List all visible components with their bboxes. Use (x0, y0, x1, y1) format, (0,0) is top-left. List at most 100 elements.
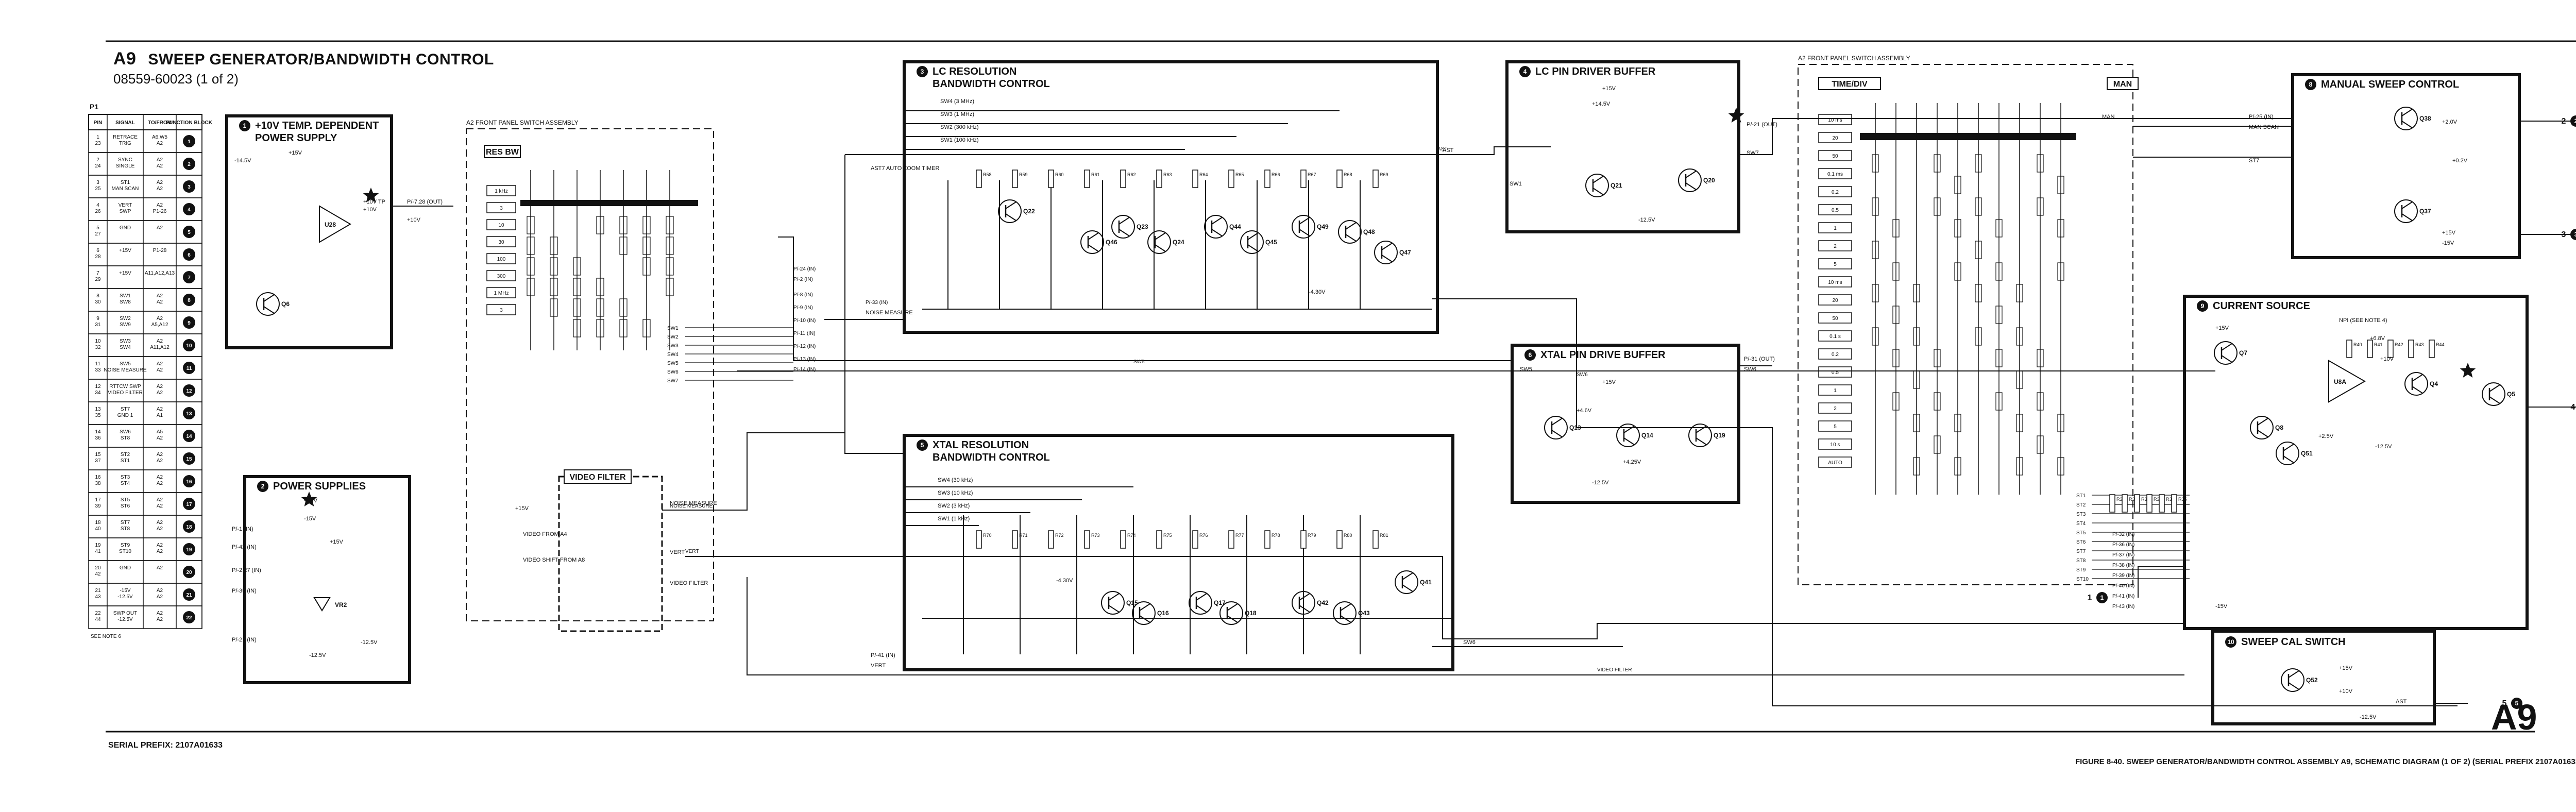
transistor-emitter (1345, 234, 1357, 242)
transistor-symbol (1111, 215, 1135, 239)
transistor-collector (1299, 217, 1310, 225)
net-name: P/-2 (IN) (793, 277, 813, 282)
switch-contact (1934, 349, 1941, 367)
part-number: 08559-60023 (1 of 2) (113, 71, 239, 87)
transistor-emitter (1592, 188, 1604, 195)
net-name: P/-33 (IN) (866, 300, 888, 306)
table-cell: A2 (157, 225, 163, 231)
switch-position (486, 270, 516, 281)
resistor-symbol (1084, 530, 1090, 549)
switch-contact (1913, 414, 1920, 432)
table-cell: 22 (95, 611, 101, 616)
noise-measure-wire (662, 432, 845, 511)
resistor-symbol (2109, 494, 2115, 513)
table-cell: SW9 (120, 322, 131, 328)
switch-contact (666, 216, 674, 234)
table-cell: P1-28 (153, 248, 167, 253)
switch-contact (1954, 219, 1961, 238)
net-name: P/-38 (IN) (2112, 563, 2134, 568)
function-block-number: 8 (188, 298, 191, 303)
resistor-label: R71 (1019, 533, 1028, 538)
switch-contact (573, 278, 581, 296)
output-number: 5 (2515, 700, 2519, 707)
transistor-symbol (1101, 591, 1125, 615)
transistor-emitter (1247, 244, 1259, 252)
op-amp-u28 (319, 205, 351, 243)
switch-position (1818, 294, 1852, 306)
table-cell: ST1 (121, 458, 130, 464)
block-number: 5 (921, 442, 924, 449)
table-cell: 2 (96, 157, 99, 163)
table-cell: A2 (157, 293, 163, 299)
function-block-number: 7 (188, 275, 191, 281)
wire (1739, 118, 2293, 155)
table-cell: A2 (157, 526, 163, 532)
net-label: NOISE MEASURE (866, 310, 913, 316)
switch-contact (573, 319, 581, 337)
output-pin-number: 2 (2562, 117, 2566, 126)
resistor-label: R35 (2178, 497, 2187, 502)
switch-position-label: 3 (500, 206, 503, 211)
switch-contact (1913, 327, 1920, 346)
block-number-bullet (1519, 66, 1531, 77)
resistor-label: R40 (2353, 342, 2362, 347)
transistor-label: Q46 (1106, 239, 1117, 246)
table-cell: 26 (95, 209, 101, 214)
function-block-number: 16 (186, 479, 192, 485)
net-label: +6.8V (2370, 335, 2385, 342)
table-cell: VERT (118, 202, 132, 208)
switch-position-label: 5 (1834, 262, 1837, 267)
switch-position-label: 1 MHz (494, 291, 509, 296)
transistor-label: Q8 (2275, 424, 2283, 431)
switch-contact (1995, 219, 2003, 238)
net-label: SW3 (1 MHz) (940, 111, 974, 117)
transistor-label: Q47 (1399, 249, 1411, 256)
block-title: MANUAL SWEEP CONTROL (2321, 79, 2459, 90)
net-label: -12.5V (1638, 217, 1655, 223)
net-name: P/-10 (IN) (793, 318, 816, 324)
switch-contact (1995, 349, 2003, 367)
net-name: VERT (685, 549, 699, 554)
serial-prefix: SERIAL PREFIX: 2107A01633 (108, 741, 223, 750)
switch-contact (1995, 392, 2003, 411)
function-block-number: 22 (186, 615, 192, 621)
table-cell: 29 (95, 277, 101, 282)
switch-position (1818, 456, 1852, 468)
resistor-label: R32 (2141, 497, 2150, 502)
function-block-number: 11 (187, 366, 192, 371)
block-title: XTAL PIN DRIVE BUFFER (1540, 349, 1666, 361)
table-cell: A2 (157, 481, 163, 486)
net-label: VERT (871, 663, 886, 669)
table-cell: GND (120, 565, 131, 571)
block-number-bullet (2197, 300, 2208, 312)
net-name: P/-39 (IN) (2112, 573, 2134, 579)
resistor-symbol (1336, 530, 1343, 549)
function-block-number: 12 (186, 388, 192, 394)
resistor-symbol (1372, 170, 1379, 188)
transistor-label: Q13 (1569, 424, 1581, 431)
resistor-symbol (1120, 530, 1126, 549)
switch-contact (2057, 219, 2064, 238)
switch-contact (666, 236, 674, 255)
output-pin-number: 4 (2571, 403, 2575, 412)
table-cell: 11 (95, 361, 101, 367)
switch-contact (1872, 197, 1879, 216)
net-label: +10V (407, 217, 421, 223)
table-cell: A2 (157, 503, 163, 509)
net-name: P/-24 (IN) (793, 266, 816, 272)
transistor-collector (2401, 201, 2413, 209)
transistor-emitter (1088, 244, 1099, 252)
switch-contact (619, 298, 628, 317)
block-title: LC PIN DRIVER BUFFER (1535, 66, 1656, 77)
function-block-number: 14 (186, 434, 192, 439)
switch-position (1818, 240, 1852, 251)
switch-line-label: ST4 (2076, 521, 2086, 527)
switch-contact (2037, 392, 2044, 411)
video-filter-title-box (564, 469, 632, 484)
transistor-emitter (2401, 121, 2413, 128)
switch-contact (550, 278, 558, 296)
resistor-label: R64 (1199, 172, 1208, 177)
switch-contact (1975, 284, 1982, 302)
table-cell: 42 (95, 571, 101, 577)
switch-position (1818, 330, 1852, 342)
